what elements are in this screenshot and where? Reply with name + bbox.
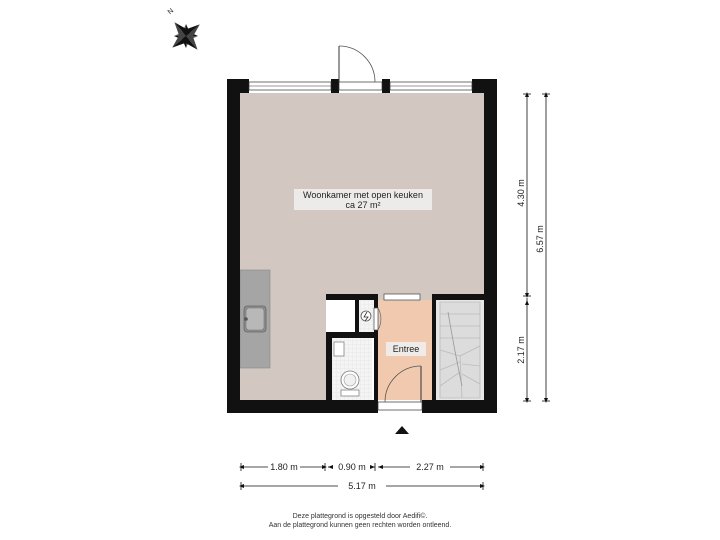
electric-meter-icon	[360, 310, 372, 322]
dimension-bottom-left-label: 1.80 m	[270, 462, 298, 472]
disclaimer-line-2: Aan de plattegrond kunnen geen rechten w…	[268, 522, 452, 529]
dimension-bottom-segments	[239, 463, 485, 471]
front-door	[377, 365, 423, 411]
dimension-bottom-total	[239, 482, 485, 490]
dimension-right-upper	[523, 92, 531, 298]
kitchen-counter	[239, 269, 271, 369]
dimension-bottom-total-label: 5.17 m	[348, 481, 376, 491]
exterior-walls	[227, 79, 497, 413]
dimension-right-lower-label: 2.17 m	[516, 336, 526, 364]
dimension-right-total-label: 6.57 m	[535, 225, 545, 253]
interior-door-frames	[373, 293, 421, 331]
top-windows	[248, 81, 473, 91]
disclaimer-line-1: Deze plattegrond is opgesteld door Aedif…	[292, 513, 428, 520]
dimension-right-lower	[523, 298, 531, 403]
disclaimer-footer: Deze plattegrond is opgesteld door Aedif…	[0, 512, 720, 530]
entrance-label: Entree	[386, 342, 426, 356]
dimension-right-total	[542, 92, 550, 403]
entrance-arrow-icon	[395, 426, 409, 434]
living-room-label: Woonkamer met open keuken ca 27 m²	[294, 189, 432, 210]
staircase	[439, 301, 481, 399]
entrance-name: Entree	[393, 344, 420, 354]
compass-north-label: N	[167, 8, 175, 17]
dimension-bottom-middle-label: 0.90 m	[338, 462, 366, 472]
living-room-area: ca 27 m²	[345, 200, 380, 210]
toilet	[333, 341, 360, 397]
dimension-bottom-right-label: 2.27 m	[416, 462, 444, 472]
dimension-right-upper-label: 4.30 m	[516, 179, 526, 207]
interior-walls	[326, 294, 484, 400]
living-room-name: Woonkamer met open keuken	[303, 190, 423, 200]
compass-rose-icon	[172, 22, 200, 50]
balcony-door	[338, 45, 376, 83]
